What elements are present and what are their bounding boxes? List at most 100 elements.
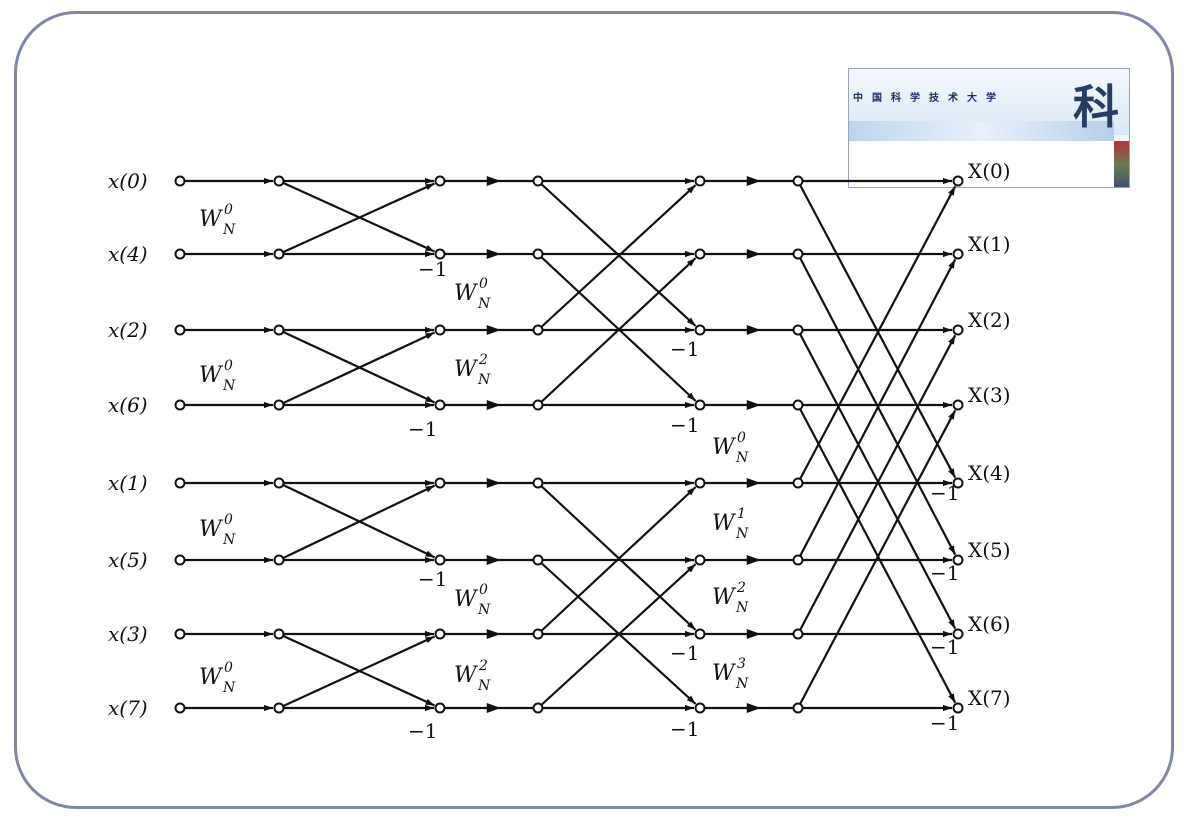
output-label: X(2) xyxy=(968,308,1011,332)
output-node xyxy=(952,248,964,260)
svg-text:W: W xyxy=(199,207,224,232)
svg-text:3: 3 xyxy=(737,656,746,672)
butterfly-cross xyxy=(797,258,957,561)
butterfly-cross xyxy=(797,329,957,630)
butterfly-node xyxy=(532,399,544,411)
svg-text:W: W xyxy=(454,663,479,688)
svg-text:0: 0 xyxy=(224,202,233,218)
butterfly-node xyxy=(694,477,706,489)
butterfly-cross xyxy=(537,563,697,709)
svg-text:N: N xyxy=(222,532,236,548)
diagram-nodes xyxy=(174,175,964,714)
minus-one-label: −1 xyxy=(930,481,959,505)
butterfly-cross xyxy=(537,486,697,635)
input-label: x(6) xyxy=(108,393,148,417)
minus-one-label: −1 xyxy=(408,719,437,743)
minus-one-label: −1 xyxy=(670,717,699,741)
output-label: X(6) xyxy=(968,612,1011,636)
butterfly-node xyxy=(273,175,285,187)
butterfly-node xyxy=(532,175,544,187)
minus-one-label: −1 xyxy=(930,561,959,585)
butterfly-node xyxy=(694,702,706,714)
svg-text:W: W xyxy=(454,357,479,382)
svg-text:W: W xyxy=(199,517,224,542)
svg-text:0: 0 xyxy=(479,582,488,598)
butterfly-node xyxy=(434,248,446,260)
butterfly-node xyxy=(434,175,446,187)
output-node xyxy=(952,554,964,566)
svg-text:N: N xyxy=(735,600,749,616)
link-arrow xyxy=(486,478,501,488)
input-label: x(2) xyxy=(108,318,148,342)
butterfly-cross xyxy=(278,633,436,707)
input-label: x(1) xyxy=(108,471,148,495)
output-label: X(5) xyxy=(968,538,1011,562)
minus-one-label: −1 xyxy=(670,337,699,361)
input-node xyxy=(174,554,186,566)
link-arrow xyxy=(486,629,501,639)
butterfly-node xyxy=(273,702,285,714)
svg-text:W: W xyxy=(712,661,737,686)
butterfly-node xyxy=(532,702,544,714)
link-arrow xyxy=(746,176,761,186)
butterfly-node xyxy=(273,399,285,411)
input-node xyxy=(174,324,186,336)
svg-text:N: N xyxy=(222,680,236,696)
butterfly-node xyxy=(694,554,706,566)
link-arrow xyxy=(486,555,501,565)
output-label: X(3) xyxy=(968,383,1011,407)
minus-one-label: −1 xyxy=(930,635,959,659)
butterfly-node xyxy=(532,628,544,640)
link-arrow xyxy=(486,703,501,713)
output-node xyxy=(952,399,964,411)
butterfly-node xyxy=(792,248,804,260)
svg-text:N: N xyxy=(735,450,749,466)
butterfly-node xyxy=(792,399,804,411)
butterfly-node xyxy=(792,554,804,566)
link-arrow xyxy=(746,400,761,410)
minus-one-label: −1 xyxy=(930,711,959,735)
butterfly-node xyxy=(694,324,706,336)
diagram-edges xyxy=(180,176,957,713)
link-arrow xyxy=(746,249,761,259)
butterfly-cross xyxy=(797,404,957,704)
butterfly-cross xyxy=(537,559,697,705)
butterfly-node xyxy=(434,477,446,489)
butterfly-node xyxy=(532,248,544,260)
output-node xyxy=(952,702,964,714)
svg-text:N: N xyxy=(735,676,749,692)
svg-text:N: N xyxy=(477,372,491,388)
butterfly-cross xyxy=(537,257,697,406)
badge-glyph: 科 xyxy=(1073,80,1119,134)
input-node xyxy=(174,702,186,714)
butterfly-cross xyxy=(537,184,697,331)
minus-one-label: −1 xyxy=(670,641,699,665)
butterfly-node xyxy=(273,324,285,336)
link-arrow xyxy=(746,325,761,335)
butterfly-node xyxy=(434,628,446,640)
butterfly-node xyxy=(532,324,544,336)
svg-text:N: N xyxy=(477,678,491,694)
svg-text:0: 0 xyxy=(737,430,746,446)
input-node xyxy=(174,477,186,489)
svg-text:W: W xyxy=(712,435,737,460)
butterfly-node xyxy=(792,702,804,714)
output-node xyxy=(952,324,964,336)
butterfly-node xyxy=(273,554,285,566)
minus-one-label: −1 xyxy=(670,413,699,437)
butterfly-node xyxy=(792,477,804,489)
butterfly-cross xyxy=(797,185,957,484)
input-node xyxy=(174,248,186,260)
svg-text:N: N xyxy=(477,602,491,618)
svg-text:W: W xyxy=(712,511,737,536)
